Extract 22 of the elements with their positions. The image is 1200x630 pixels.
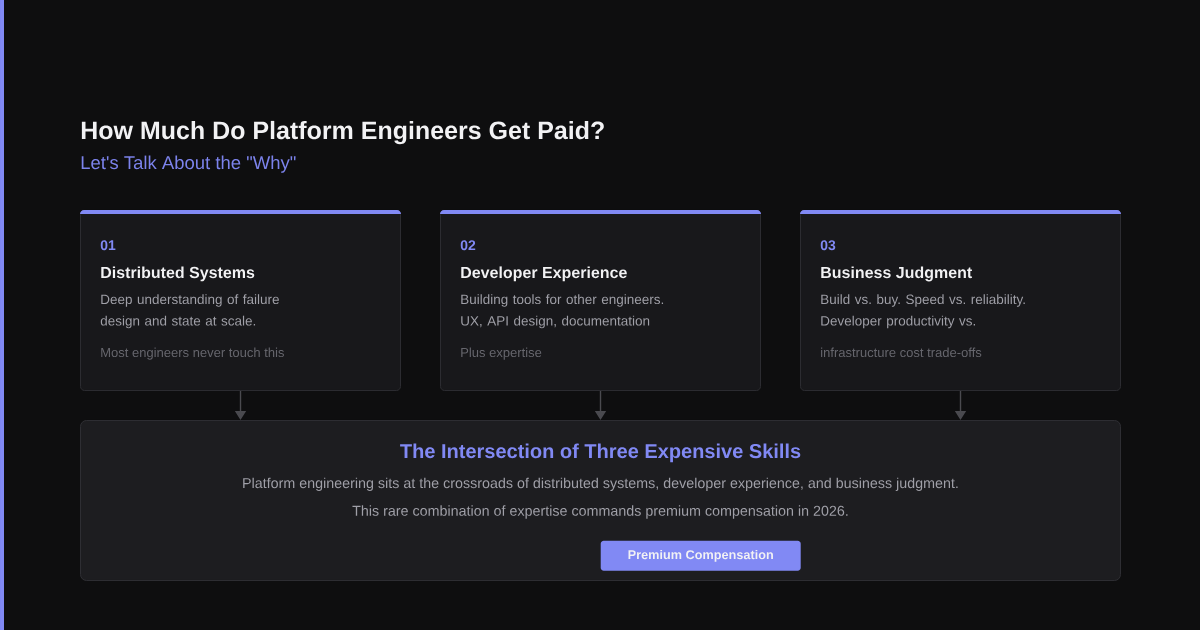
panel-text: Platform engineering sits at the crossroads of distributed systems, developer experience, and business judgment. bbox=[243, 477, 958, 491]
panel-heading: The Intersection of Three Expensive Skills bbox=[400, 443, 801, 463]
step-number: 03 bbox=[820, 240, 836, 251]
card-description: Building tools for other engineers. UX, API design, documentation bbox=[461, 294, 664, 329]
card bbox=[80, 210, 401, 391]
card-note: infrastructure cost trade-offs bbox=[821, 347, 982, 358]
info-panel bbox=[80, 420, 1121, 581]
card-note: Plus expertise bbox=[461, 347, 542, 360]
card-description: Deep understanding of failure design and state at scale. bbox=[100, 294, 279, 329]
subtitle: Let's Talk About the "Why" bbox=[81, 155, 296, 173]
card bbox=[800, 210, 1121, 391]
card bbox=[440, 210, 761, 391]
step-number: 02 bbox=[460, 240, 476, 251]
badge: Premium Compensation bbox=[600, 540, 801, 571]
title: How Much Do Platform Engineers Get Paid? bbox=[81, 120, 604, 145]
card-heading: Developer Experience bbox=[461, 266, 627, 282]
card-description: Build vs. buy. Speed vs. reliability. Developer productivity vs. bbox=[821, 294, 1025, 329]
card-heading: Distributed Systems bbox=[101, 266, 255, 282]
card-heading: Business Judgment bbox=[821, 266, 973, 282]
panel-text: This rare combination of expertise commands premium compensation in 2026. bbox=[352, 505, 848, 519]
step-number: 01 bbox=[100, 240, 116, 251]
card-note: Most engineers never touch this bbox=[101, 347, 284, 360]
